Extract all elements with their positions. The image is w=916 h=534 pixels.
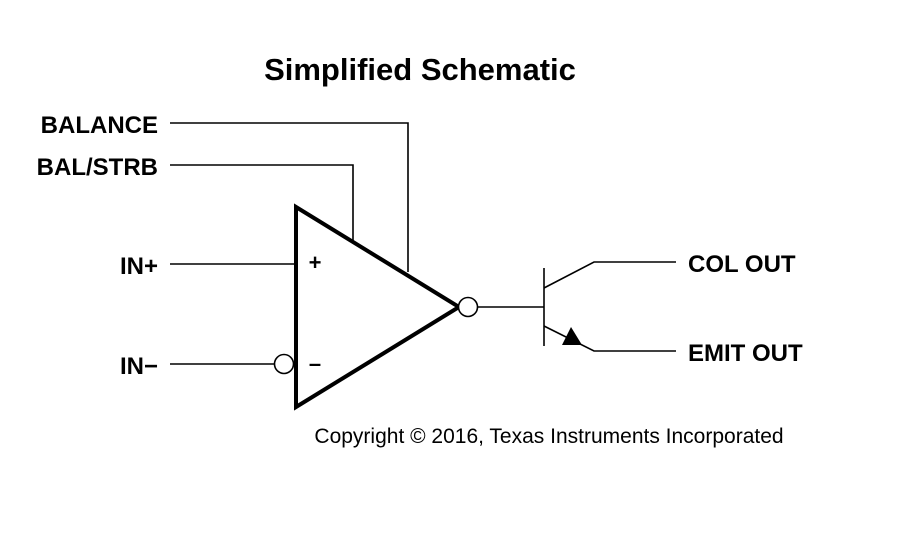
pin-label-emit-out: EMIT OUT (688, 340, 803, 367)
pin-label-col-out: COL OUT (688, 251, 796, 278)
comparator-minus-sign: – (309, 351, 321, 376)
balance-wire (170, 122, 409, 272)
comparator-triangle (294, 203, 463, 411)
pin-label-bal-strb: BAL/STRB (37, 154, 158, 181)
emitter-arrow-icon (562, 327, 582, 345)
pin-label-balance: BALANCE (41, 112, 158, 139)
pin-label-in-plus: IN+ (120, 253, 158, 280)
in-minus-inversion-bubble (273, 353, 295, 375)
transistor-collector-wire (543, 261, 676, 289)
copyright-notice: Copyright © 2016, Texas Instruments Inco… (314, 425, 783, 448)
diagram-title: Simplified Schematic (264, 52, 576, 87)
output-inversion-bubble (457, 296, 479, 318)
comparator-plus-sign: + (309, 250, 322, 275)
bal-strb-wire (170, 164, 354, 242)
pin-label-in-minus: IN− (120, 353, 158, 380)
transistor-emitter-wire (543, 325, 676, 352)
